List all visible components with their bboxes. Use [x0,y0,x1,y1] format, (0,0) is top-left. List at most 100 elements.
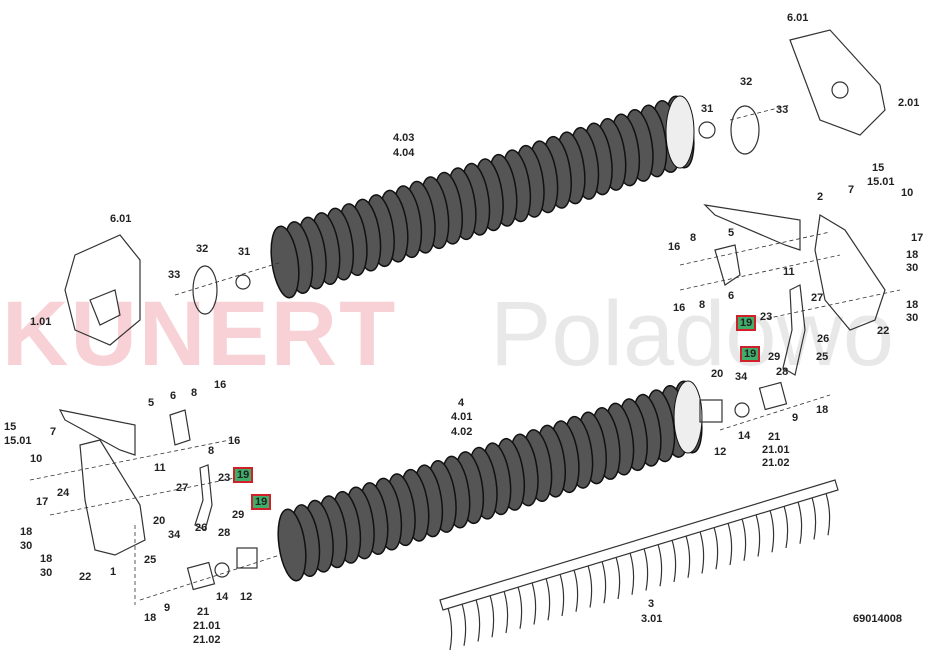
lever-27-28-right [782,284,806,376]
part-callout: 5 [148,397,155,409]
part-callout: 25 [144,554,157,566]
part-callout: 33 [168,269,181,281]
tine [713,527,719,570]
part-callout: 10 [901,187,914,199]
part-callout: 18 [816,404,829,416]
part-callout: 4 [458,397,465,409]
arm-right [703,204,801,251]
part-callout: 8 [208,445,215,457]
part-callout: 15.01 [867,176,895,188]
part-callout: 16 [668,241,681,253]
part-callout: 4.01 [451,411,473,423]
cover-12-right [699,399,723,423]
part-callout: 18 [144,612,157,624]
roller-end-face [665,95,695,169]
part-callout: 30 [40,567,53,579]
part-callout: 30 [906,262,919,274]
hub-31-right [698,121,716,139]
part-callout: 23 [218,472,231,484]
highlighted-part-callout[interactable]: 19 [736,315,757,331]
disc-32-left [192,265,218,315]
part-callout: 8 [690,232,697,244]
tine [811,497,817,540]
part-callout: 16 [673,302,686,314]
part-callout: 21 [197,606,210,618]
part-callout: 6.01 [787,12,809,24]
plate-hole [831,81,849,99]
rollers [270,95,703,582]
part-callout: 3.01 [641,613,663,625]
part-callout: 4.04 [393,147,415,159]
part-callout: 31 [238,246,251,258]
tines [447,493,831,651]
part-callout: 14 [216,591,229,603]
plate-6-right [714,244,741,286]
part-callout: 20 [153,515,166,527]
part-callout: 18 [20,526,33,538]
highlighted-part-callout[interactable]: 19 [740,346,761,362]
part-callout: 26 [817,333,830,345]
bushing-14-left [214,562,230,578]
part-callout: 6 [728,290,735,302]
part-callout: 8 [699,299,706,311]
part-callout: 4.02 [451,426,473,438]
part-callout: 12 [714,446,727,458]
part-callout: 18 [906,249,919,261]
part-callout: 9 [164,602,171,614]
tine [587,565,593,608]
tine [671,539,677,583]
part-callout: 27 [176,482,189,494]
roller-ring [277,508,307,582]
tine [475,599,481,642]
highlighted-part-callout[interactable]: 19 [251,494,272,510]
part-callout: 20 [711,368,724,380]
part-callout: 30 [20,540,33,552]
tine [657,544,663,587]
roller-4 [277,380,703,582]
disc-32-right [730,105,760,155]
part-callout: 2 [817,191,824,203]
part-callout: 33 [776,104,789,116]
bracket-1-left [79,439,146,556]
tine [559,573,565,617]
roller-ring [270,225,300,299]
part-callout: 6 [170,390,177,402]
plate-cutout [89,289,121,326]
tine [699,531,705,574]
part-callout: 1.01 [30,316,52,328]
part-callout: 31 [701,103,714,115]
plate-6-left [169,409,191,446]
part-callout: 16 [228,435,241,447]
part-callout: 24 [57,487,70,499]
part-callout: 12 [240,591,253,603]
part-callout: 28 [218,527,231,539]
tine [615,556,621,600]
tine [769,510,775,553]
part-callout: 16 [214,379,227,391]
highlighted-part-callout[interactable]: 19 [233,467,254,483]
part-callout: 5 [728,227,735,239]
part-callout: 32 [196,243,209,255]
tine [503,590,509,634]
tine [685,535,691,578]
tine [601,561,607,604]
part-callout: 18 [40,553,53,565]
part-callout: 27 [811,292,824,304]
tine [517,586,523,629]
tine [797,501,803,544]
tine [461,603,467,646]
assembly-lines [29,104,901,605]
roller-end-face [673,380,703,454]
part-callout: 3 [648,598,655,610]
cover-12-left [236,547,258,569]
tine [531,582,537,625]
part-callout: 17 [36,496,49,508]
tine [825,493,831,536]
bushing-14-right [734,402,750,418]
part-callout: 34 [735,371,748,383]
part-callout: 7 [848,184,855,196]
part-callout: 2.01 [898,97,920,109]
part-callout: 7 [50,426,57,438]
